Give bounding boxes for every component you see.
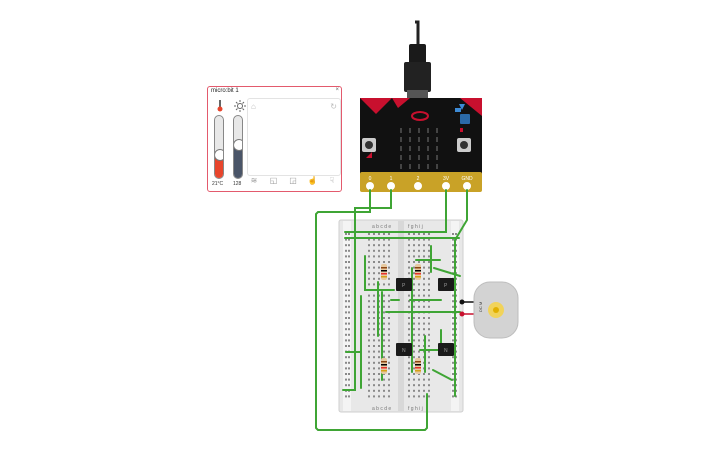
transistor-p1: P [396,278,412,291]
led [436,146,438,151]
led [436,137,438,142]
temperature-slider[interactable] [214,115,224,179]
panel-title: micro:bit 1 [211,88,239,94]
microbit-accent-right [460,98,482,116]
column-letters-left: a b c d e [372,224,391,230]
dc-motor[interactable]: DC M [459,281,519,339]
microbit-sensor-panel: micro:bit 1 × 21°C 128 ⌂ ↻ ≋ ◱ ◲ ☝ ☟ [207,86,342,192]
led [436,155,438,160]
led [427,137,429,142]
wire-3v [344,189,447,233]
motor-label: DC M [478,302,483,312]
led [427,128,429,133]
led-matrix [400,128,438,169]
close-icon[interactable]: × [335,87,339,93]
breadboard[interactable]: a b c d e f g h i j a b c d e f g h i j [338,219,464,413]
wire-gnd [454,189,468,397]
svg-text:3V: 3V [443,176,450,182]
svg-text:1: 1 [390,176,393,182]
light-slider[interactable] [233,115,243,179]
resistor-3[interactable] [381,358,387,374]
led [400,164,402,169]
led [400,128,402,133]
button-a[interactable] [362,138,376,152]
led [400,137,402,142]
temperature-value: 21°C [212,181,224,187]
usb-cable [404,20,431,98]
led [418,128,420,133]
led [409,128,411,133]
led [418,155,420,160]
svg-text:P: P [402,283,406,289]
resistor-4[interactable] [415,358,421,374]
thermometer-icon [216,99,224,117]
led [427,155,429,160]
led [409,146,411,151]
led [400,155,402,160]
transistor-n2: N [438,343,454,356]
svg-text:N: N [402,348,406,354]
svg-text:0: 0 [369,176,372,182]
breadboard-holes [345,233,457,398]
resistors[interactable] [381,264,421,374]
svg-text:GND: GND [461,176,473,182]
wire-pin0 [315,189,428,431]
light-value: 128 [233,181,242,187]
gesture-buttons: ≋ ◱ ◲ ☝ ☟ [247,176,339,188]
led [418,146,420,151]
touch-logo-icon [411,111,429,121]
wire-pin1 [342,189,392,391]
led [418,164,420,169]
tilt-right-gesture-icon[interactable]: ◲ [289,176,297,185]
led [436,128,438,133]
svg-text:N: N [444,348,448,354]
tilt-left-gesture-icon[interactable]: ◱ [269,176,278,185]
transistor-p2: P [438,278,454,291]
gesture-pad[interactable]: ⌂ ↻ [247,98,341,176]
sun-icon [234,99,246,117]
column-letters-left-bottom: a b c d e [372,406,391,412]
led [409,137,411,142]
transistors[interactable]: P P N N [396,278,454,356]
column-letters-right-bottom: f g h i j [408,406,423,412]
logo-icon [459,104,465,110]
led [400,146,402,151]
led [427,146,429,151]
face-up-gesture-icon[interactable]: ☝ [307,176,318,185]
resistor-1[interactable] [381,264,387,280]
led [436,164,438,169]
svg-text:2: 2 [417,176,420,182]
shake-gesture-icon[interactable]: ≋ [250,176,258,185]
transistor-n1: N [396,343,412,356]
home-icon: ⌂ [251,102,256,111]
microphone-led [460,114,470,124]
led [409,164,411,169]
column-letters-right: f g h i j [408,224,423,230]
led [409,155,411,160]
button-b[interactable] [457,138,471,152]
led [418,137,420,142]
pin-2[interactable]: 2 [413,176,423,191]
microbit-accent-left [360,98,392,114]
rotate-icon: ↻ [330,102,337,111]
led [427,164,429,169]
face-down-gesture-icon[interactable]: ☟ [329,176,335,185]
svg-text:P: P [444,283,448,289]
resistor-2[interactable] [415,264,421,280]
microbit-board[interactable]: 0 1 2 3V GND [360,98,482,192]
